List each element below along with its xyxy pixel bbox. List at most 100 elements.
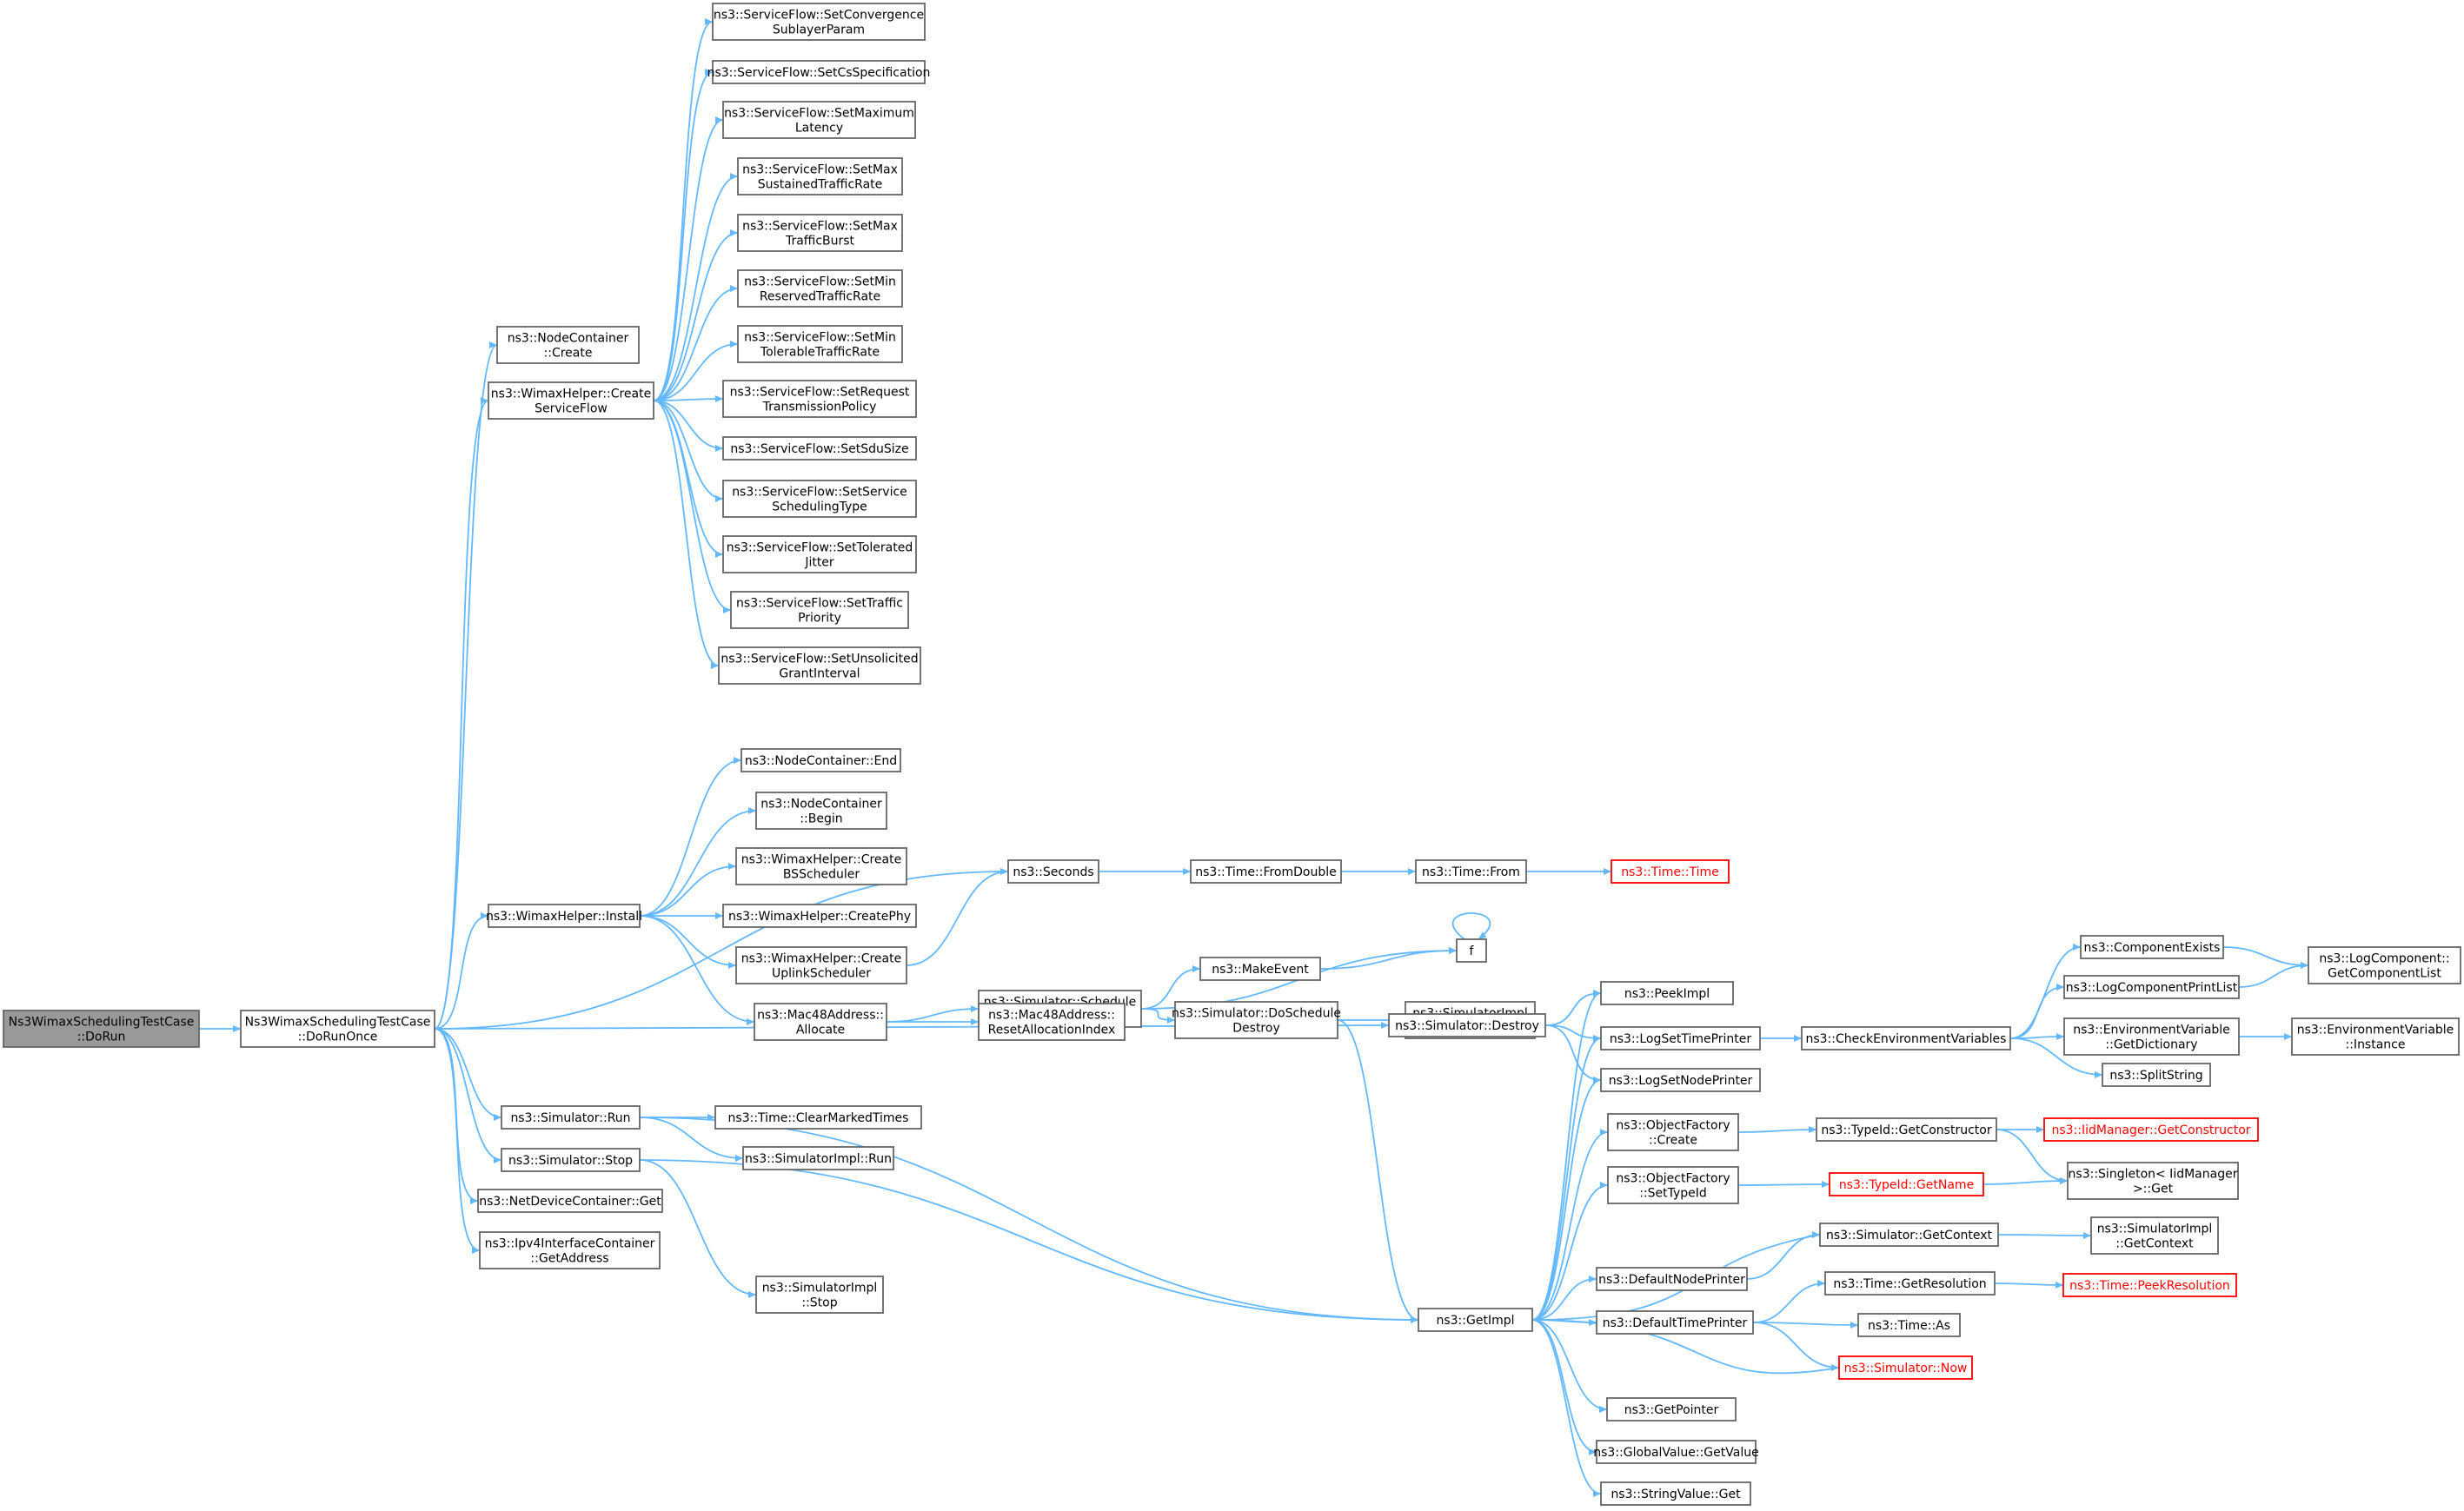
node-label: ns3::ComponentExists	[2084, 941, 2221, 955]
node-defTimePrinter[interactable]: ns3::DefaultTimePrinter	[1596, 1310, 1754, 1335]
node-sf1[interactable]: ns3::ServiceFlow::SetConvergenceSublayer…	[712, 3, 926, 41]
node-svGet[interactable]: ns3::StringValue::Get	[1600, 1481, 1751, 1506]
node-resetAlloc[interactable]: ns3::Mac48Address::ResetAllocationIndex	[978, 1003, 1126, 1041]
node-timeFrom[interactable]: ns3::Time::From	[1415, 859, 1527, 884]
node-label: ns3::EnvironmentVariable	[2073, 1024, 2230, 1037]
node-sf8[interactable]: ns3::ServiceFlow::SetRequestTransmission…	[722, 380, 917, 418]
node-implGetCtx[interactable]: ns3::SimulatorImpl::GetContext	[2090, 1216, 2219, 1255]
node-timeTime[interactable]: ns3::Time::Time	[1611, 859, 1730, 884]
node-label: ns3::NetDeviceContainer::Get	[479, 1195, 661, 1209]
node-splitString[interactable]: ns3::SplitString	[2102, 1063, 2211, 1087]
node-envGetDict[interactable]: ns3::EnvironmentVariable::GetDictionary	[2063, 1017, 2240, 1056]
node-checkEnv[interactable]: ns3::CheckEnvironmentVariables	[1801, 1026, 2011, 1050]
node-sf4[interactable]: ns3::ServiceFlow::SetMaxSustainedTraffic…	[737, 157, 903, 196]
node-ncEnd[interactable]: ns3::NodeContainer::End	[741, 748, 901, 772]
node-label: ns3::GlobalValue::GetValue	[1593, 1446, 1758, 1460]
node-label: Destroy	[1232, 1022, 1279, 1036]
node-timeGetRes[interactable]: ns3::Time::GetResolution	[1824, 1271, 1996, 1296]
node-getCompList[interactable]: ns3::LogComponent::GetComponentList	[2308, 946, 2461, 984]
node-label: ns3::WimaxHelper::Create	[741, 853, 901, 867]
node-box	[737, 325, 903, 363]
node-label: ns3::Mac48Address::	[757, 1009, 884, 1023]
node-label: ns3::Simulator::Destroy	[1395, 1019, 1539, 1033]
node-label: UplinkScheduler	[772, 967, 871, 981]
node-label: SchedulingType	[772, 500, 867, 514]
node-seconds[interactable]: ns3::Seconds	[1007, 859, 1099, 884]
node-label: ns3::TypeId::GetName	[1839, 1178, 1974, 1192]
node-sf13[interactable]: ns3::ServiceFlow::SetUnsolicitedGrantInt…	[718, 646, 921, 685]
node-getImpl[interactable]: ns3::GetImpl	[1418, 1308, 1533, 1332]
node-sf9[interactable]: ns3::ServiceFlow::SetSduSize	[722, 436, 917, 461]
node-sf10[interactable]: ns3::ServiceFlow::SetServiceSchedulingTy…	[722, 480, 917, 518]
node-simDestroy[interactable]: ns3::Simulator::Destroy	[1388, 1013, 1546, 1037]
edge-timeGetRes-to-timePeekRes	[1994, 1281, 2064, 1289]
node-macAlloc[interactable]: ns3::Mac48Address::Allocate	[754, 1003, 887, 1041]
node-peekImpl[interactable]: ns3::PeekImpl	[1600, 981, 1734, 1005]
node-box	[1857, 1313, 1961, 1337]
node-label: ns3::LogSetTimePrinter	[1610, 1032, 1752, 1046]
node-f[interactable]: f	[1456, 938, 1487, 963]
node-ncBegin[interactable]: ns3::NodeContainer::Begin	[755, 792, 887, 830]
node-box	[722, 436, 917, 461]
node-box	[496, 326, 640, 364]
node-timeAs[interactable]: ns3::Time::As	[1857, 1313, 1961, 1337]
node-tidGetName[interactable]: ns3::TypeId::GetName	[1829, 1172, 1984, 1196]
node-compExists[interactable]: ns3::ComponentExists	[2080, 935, 2224, 959]
edge-createUL-to-seconds	[906, 868, 1009, 966]
node-createPhy[interactable]: ns3::WimaxHelper::CreatePhy	[722, 904, 917, 928]
node-label: SustainedTrafficRate	[758, 178, 883, 192]
edge-checkEnv-to-logCompPrint	[2009, 984, 2065, 1039]
node-label: ns3::Mac48Address::	[988, 1009, 1115, 1023]
node-label: BSScheduler	[783, 868, 860, 882]
node-logSetTime[interactable]: ns3::LogSetTimePrinter	[1600, 1026, 1761, 1050]
node-sf6[interactable]: ns3::ServiceFlow::SetMinReservedTrafficR…	[737, 269, 903, 308]
node-implStop[interactable]: ns3::SimulatorImpl::Stop	[755, 1276, 884, 1314]
node-label: Priority	[798, 612, 841, 626]
node-iidGetCtor[interactable]: ns3::IidManager::GetConstructor	[2043, 1117, 2259, 1142]
edge-checkEnv-to-compExists	[2009, 944, 2082, 1039]
node-timePeekRes[interactable]: ns3::Time::PeekResolution	[2062, 1273, 2237, 1297]
node-clearMarked[interactable]: ns3::Time::ClearMarkedTimes	[714, 1105, 922, 1130]
node-sf2[interactable]: ns3::ServiceFlow::SetCsSpecification	[707, 60, 931, 84]
node-tidGetCtor[interactable]: ns3::TypeId::GetConstructor	[1816, 1117, 1997, 1142]
node-label: GetComponentList	[2328, 967, 2441, 981]
node-defNodePrinter[interactable]: ns3::DefaultNodePrinter	[1596, 1267, 1748, 1291]
node-label: ::DoRunOnce	[298, 1031, 378, 1044]
node-logSetNode[interactable]: ns3::LogSetNodePrinter	[1600, 1068, 1761, 1092]
node-doRunOnce[interactable]: Ns3WimaxSchedulingTestCase::DoRunOnce	[240, 1010, 435, 1048]
node-ipv4Get[interactable]: ns3::Ipv4InterfaceContainer::GetAddress	[479, 1231, 661, 1269]
node-simRun[interactable]: ns3::Simulator::Run	[501, 1105, 641, 1130]
node-logCompPrint[interactable]: ns3::LogComponentPrintList	[2063, 975, 2240, 999]
node-label: ns3::Time::Time	[1621, 865, 1718, 879]
node-fromDouble[interactable]: ns3::Time::FromDouble	[1190, 859, 1342, 884]
node-ofSetTid[interactable]: ns3::ObjectFactory::SetTypeId	[1607, 1166, 1739, 1204]
node-ofCreate[interactable]: ns3::ObjectFactory::Create	[1607, 1113, 1739, 1151]
node-simNow[interactable]: ns3::Simulator::Now	[1838, 1355, 1973, 1380]
node-gvGetValue[interactable]: ns3::GlobalValue::GetValue	[1593, 1440, 1759, 1464]
node-ndcGet[interactable]: ns3::NetDeviceContainer::Get	[477, 1189, 663, 1213]
edge-getImpl-to-gvGetValue	[1531, 1319, 1597, 1455]
node-label: ns3::EnvironmentVariable	[2297, 1024, 2454, 1037]
node-label: ns3::Time::GetResolution	[1833, 1277, 1986, 1291]
node-implRun[interactable]: ns3::SimulatorImpl::Run	[742, 1146, 894, 1170]
node-singletonGet[interactable]: ns3::Singleton< IidManager >::Get	[2067, 1162, 2239, 1200]
node-getPointer[interactable]: ns3::GetPointer	[1606, 1397, 1737, 1422]
node-install[interactable]: ns3::WimaxHelper::Install	[486, 904, 642, 928]
node-nodeCreate[interactable]: ns3::NodeContainer::Create	[496, 326, 640, 364]
node-envInstance[interactable]: ns3::EnvironmentVariable::Instance	[2291, 1017, 2460, 1056]
node-label: ns3::NodeContainer::End	[745, 754, 897, 768]
node-label: ns3::GetPointer	[1624, 1403, 1719, 1417]
node-makeEvent[interactable]: ns3::MakeEvent	[1199, 957, 1321, 981]
node-simStop[interactable]: ns3::Simulator::Stop	[501, 1148, 641, 1172]
node-sf7[interactable]: ns3::ServiceFlow::SetMinTolerableTraffic…	[737, 325, 903, 363]
node-root[interactable]: Ns3WimaxSchedulingTestCase::DoRun	[3, 1010, 200, 1048]
node-simGetCtx[interactable]: ns3::Simulator::GetContext	[1819, 1223, 1999, 1247]
